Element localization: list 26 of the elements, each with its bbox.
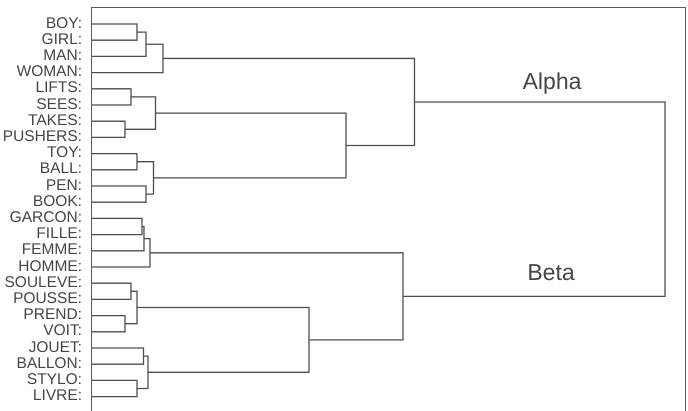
- leaf-label: PREND:: [22, 307, 82, 324]
- leaf-label: BOY:: [44, 16, 82, 32]
- cluster-label: Beta: [527, 259, 575, 285]
- leaf-label: JOUET:: [28, 340, 82, 356]
- leaf-label: LIFTS:: [34, 80, 82, 96]
- leaf-label: VOIT:: [42, 323, 82, 340]
- leaf-label: WOMAN:: [16, 64, 82, 80]
- leaf-label: LIVRE:: [32, 388, 82, 404]
- leaf-label: BOOK:: [32, 194, 82, 210]
- leaf-label: TOY:: [46, 145, 82, 162]
- leaf-label: PUSHERS:: [2, 128, 82, 145]
- leaf-label: GARCON:: [8, 210, 82, 226]
- leaf-label: HOMME:: [17, 258, 82, 274]
- leaf-label: STYLO:: [26, 372, 82, 388]
- leaf-label: MAN:: [42, 48, 82, 64]
- leaf-label: SEES:: [35, 96, 82, 112]
- leaf-label: BALL:: [38, 161, 82, 178]
- leaf-label: BALLON:: [16, 356, 82, 372]
- leaf-label: TAKES:: [27, 112, 82, 129]
- cluster-label: Alpha: [522, 68, 582, 94]
- leaf-label: GIRL:: [40, 32, 82, 48]
- leaf-label: PEN:: [44, 178, 82, 194]
- leaf-label: FEMME:: [20, 242, 82, 258]
- leaf-label: POUSSE:: [12, 290, 82, 307]
- leaf-label: FILLE:: [35, 226, 82, 242]
- leaf-label: SOULEVE:: [3, 274, 82, 291]
